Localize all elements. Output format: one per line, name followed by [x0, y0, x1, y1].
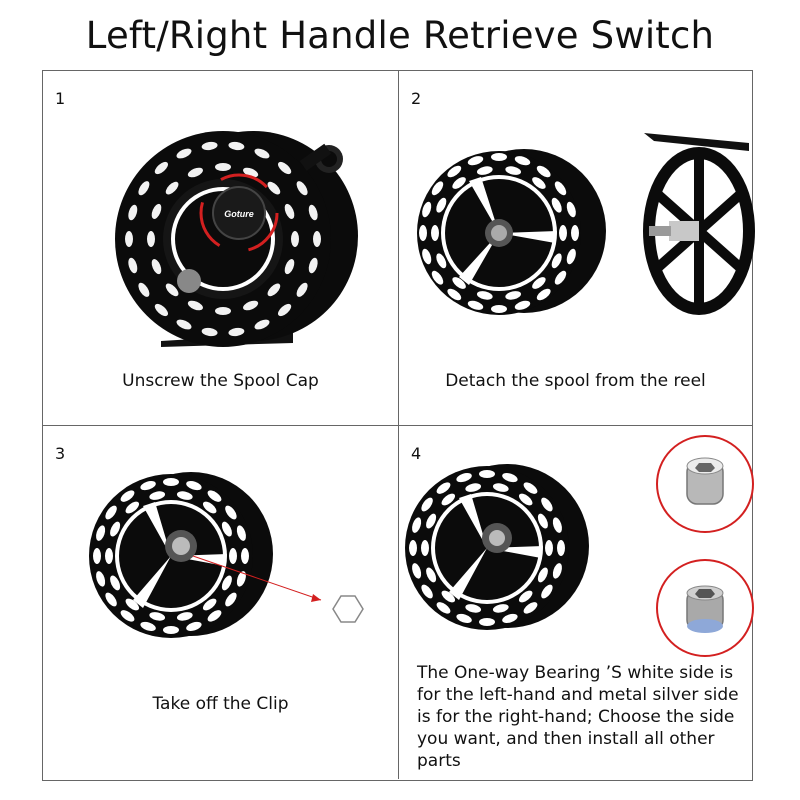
steps-grid: 1 Goture Unscrew the Spool Cap [42, 70, 755, 781]
full-reel-illustration: Goture [115, 131, 358, 347]
step-1-panel: 1 Goture Unscrew the Spool Cap [43, 71, 399, 426]
step-4-panel: 4 The One-way Bearing ’S white side is f… [399, 426, 754, 779]
brand-logo-text: Goture [224, 209, 254, 219]
step-3-panel: 3 Take off the Clip [43, 426, 399, 779]
spool-clip-illustration [89, 472, 364, 638]
step-3-number: 3 [55, 444, 66, 463]
bearing-illustration [405, 435, 754, 657]
step-1-caption: Unscrew the Spool Cap [122, 371, 319, 391]
clip-shape [332, 595, 364, 623]
step-2-number: 2 [411, 89, 422, 108]
step-1-number: 1 [55, 89, 66, 108]
page-title: Left/Right Handle Retrieve Switch [85, 14, 715, 57]
step-4-caption: The One-way Bearing ’S white side is for… [417, 663, 739, 771]
step-2-caption: Detach the spool from the reel [445, 371, 706, 391]
detached-spool-illustration [417, 133, 755, 315]
step-2-panel: 2 Detach the spool f [399, 71, 755, 426]
step-4-number: 4 [411, 444, 422, 463]
step-3-caption: Take off the Clip [152, 694, 289, 714]
